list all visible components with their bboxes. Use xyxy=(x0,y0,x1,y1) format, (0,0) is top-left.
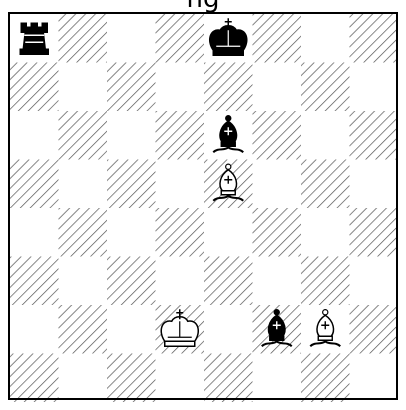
square-h6[interactable] xyxy=(350,111,399,160)
square-f1[interactable] xyxy=(253,354,302,403)
square-h8[interactable] xyxy=(350,14,399,63)
square-c1[interactable] xyxy=(107,354,156,403)
square-c4[interactable] xyxy=(107,208,156,257)
square-e1[interactable] xyxy=(204,354,253,403)
square-g4[interactable] xyxy=(301,208,350,257)
square-c7[interactable] xyxy=(107,63,156,112)
square-b8[interactable] xyxy=(59,14,108,63)
square-a2[interactable] xyxy=(10,305,59,354)
square-b5[interactable] xyxy=(59,160,108,209)
square-c2[interactable] xyxy=(107,305,156,354)
square-f8[interactable] xyxy=(253,14,302,63)
square-e3[interactable] xyxy=(204,257,253,306)
square-g8[interactable] xyxy=(301,14,350,63)
square-d3[interactable] xyxy=(156,257,205,306)
square-d6[interactable] xyxy=(156,111,205,160)
square-g1[interactable] xyxy=(301,354,350,403)
square-f5[interactable] xyxy=(253,160,302,209)
square-h4[interactable] xyxy=(350,208,399,257)
square-a4[interactable] xyxy=(10,208,59,257)
square-h5[interactable] xyxy=(350,160,399,209)
square-d5[interactable] xyxy=(156,160,205,209)
square-b6[interactable] xyxy=(59,111,108,160)
square-b7[interactable] xyxy=(59,63,108,112)
square-h3[interactable] xyxy=(350,257,399,306)
square-d7[interactable] xyxy=(156,63,205,112)
square-b2[interactable] xyxy=(59,305,108,354)
square-d8[interactable] xyxy=(156,14,205,63)
black-rook-icon[interactable] xyxy=(20,23,48,54)
square-h2[interactable] xyxy=(350,305,399,354)
square-a1[interactable] xyxy=(10,354,59,403)
square-c5[interactable] xyxy=(107,160,156,209)
square-d4[interactable] xyxy=(156,208,205,257)
square-c8[interactable] xyxy=(107,14,156,63)
square-e2[interactable] xyxy=(204,305,253,354)
square-a3[interactable] xyxy=(10,257,59,306)
square-d1[interactable] xyxy=(156,354,205,403)
square-c6[interactable] xyxy=(107,111,156,160)
square-h7[interactable] xyxy=(350,63,399,112)
square-e4[interactable] xyxy=(204,208,253,257)
square-b4[interactable] xyxy=(59,208,108,257)
square-a5[interactable] xyxy=(10,160,59,209)
square-g6[interactable] xyxy=(301,111,350,160)
board-squares xyxy=(10,14,398,402)
square-g7[interactable] xyxy=(301,63,350,112)
square-g5[interactable] xyxy=(301,160,350,209)
square-f4[interactable] xyxy=(253,208,302,257)
square-b3[interactable] xyxy=(59,257,108,306)
square-e7[interactable] xyxy=(204,63,253,112)
square-a6[interactable] xyxy=(10,111,59,160)
square-a7[interactable] xyxy=(10,63,59,112)
square-c3[interactable] xyxy=(107,257,156,306)
square-g3[interactable] xyxy=(301,257,350,306)
square-h1[interactable] xyxy=(350,354,399,403)
square-f3[interactable] xyxy=(253,257,302,306)
square-f6[interactable] xyxy=(253,111,302,160)
square-b1[interactable] xyxy=(59,354,108,403)
square-f7[interactable] xyxy=(253,63,302,112)
